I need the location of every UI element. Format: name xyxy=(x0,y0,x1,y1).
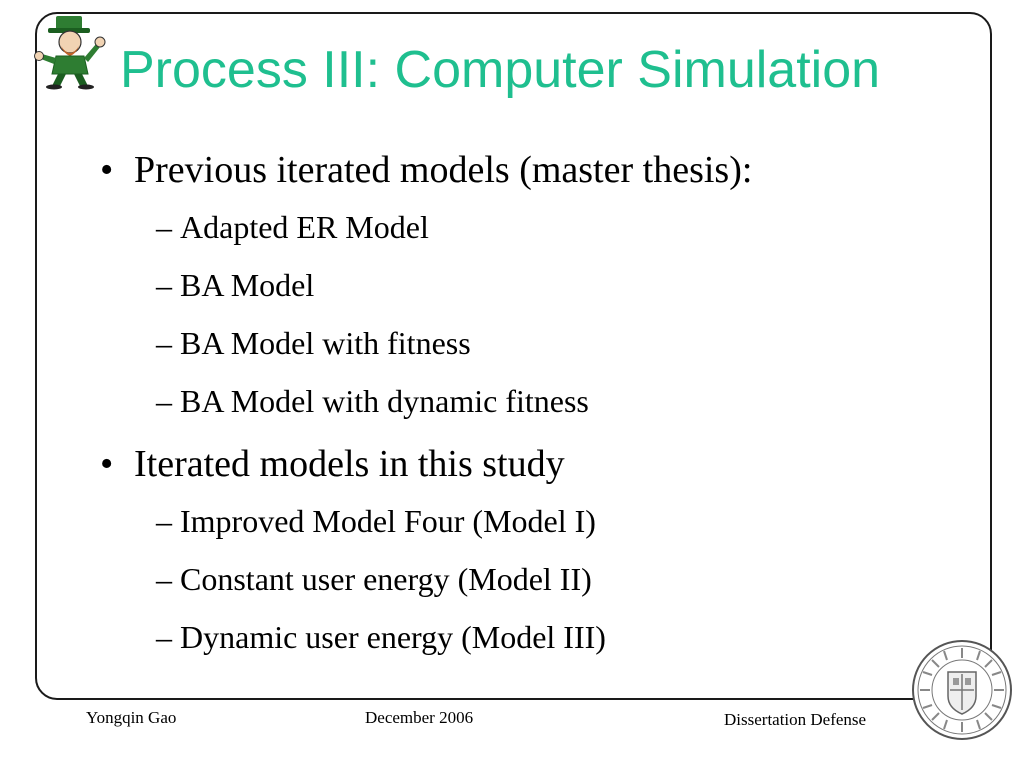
sub-item: – BA Model with fitness xyxy=(100,314,960,372)
sub-item: – BA Model with dynamic fitness xyxy=(100,372,960,430)
sub-text: Improved Model Four (Model I) xyxy=(180,503,596,539)
sub-text: Dynamic user energy (Model III) xyxy=(180,619,606,655)
sub-list: – Adapted ER Model – BA Model – BA Model… xyxy=(100,198,960,430)
sub-text: BA Model with dynamic fitness xyxy=(180,383,589,419)
sub-mark: – xyxy=(156,325,172,361)
sub-text: Adapted ER Model xyxy=(180,209,429,245)
sub-mark: – xyxy=(156,561,172,597)
sub-mark: – xyxy=(156,267,172,303)
footer-date: December 2006 xyxy=(365,708,474,727)
sub-text: Constant user energy (Model II) xyxy=(180,561,592,597)
bullet-item: • Previous iterated models (master thesi… xyxy=(100,142,960,198)
bullet-mark: • xyxy=(100,149,114,191)
footer-event: Dissertation Defense xyxy=(724,710,867,729)
bullet-item: • Iterated models in this study xyxy=(100,436,960,492)
footer-author: Yongqin Gao xyxy=(86,708,177,727)
university-seal-icon xyxy=(912,640,1012,740)
sub-item: – Dynamic user energy (Model III) xyxy=(100,608,960,666)
bullet-text: Iterated models in this study xyxy=(134,443,565,485)
sub-mark: – xyxy=(156,209,172,245)
bullet-mark: • xyxy=(100,443,114,485)
slide-frame xyxy=(35,12,992,700)
leprechaun-mascot-icon xyxy=(34,16,106,90)
sub-mark: – xyxy=(156,619,172,655)
sub-item: – Improved Model Four (Model I) xyxy=(100,492,960,550)
sub-mark: – xyxy=(156,383,172,419)
slide-content: • Previous iterated models (master thesi… xyxy=(100,142,960,672)
bullet-text: Previous iterated models (master thesis)… xyxy=(134,149,753,191)
sub-item: – Adapted ER Model xyxy=(100,198,960,256)
sub-mark: – xyxy=(156,503,172,539)
sub-list: – Improved Model Four (Model I) – Consta… xyxy=(100,492,960,666)
sub-item: – Constant user energy (Model II) xyxy=(100,550,960,608)
sub-text: BA Model with fitness xyxy=(180,325,471,361)
sub-item: – BA Model xyxy=(100,256,960,314)
slide-title: Process III: Computer Simulation xyxy=(120,41,881,99)
sub-text: BA Model xyxy=(180,267,315,303)
